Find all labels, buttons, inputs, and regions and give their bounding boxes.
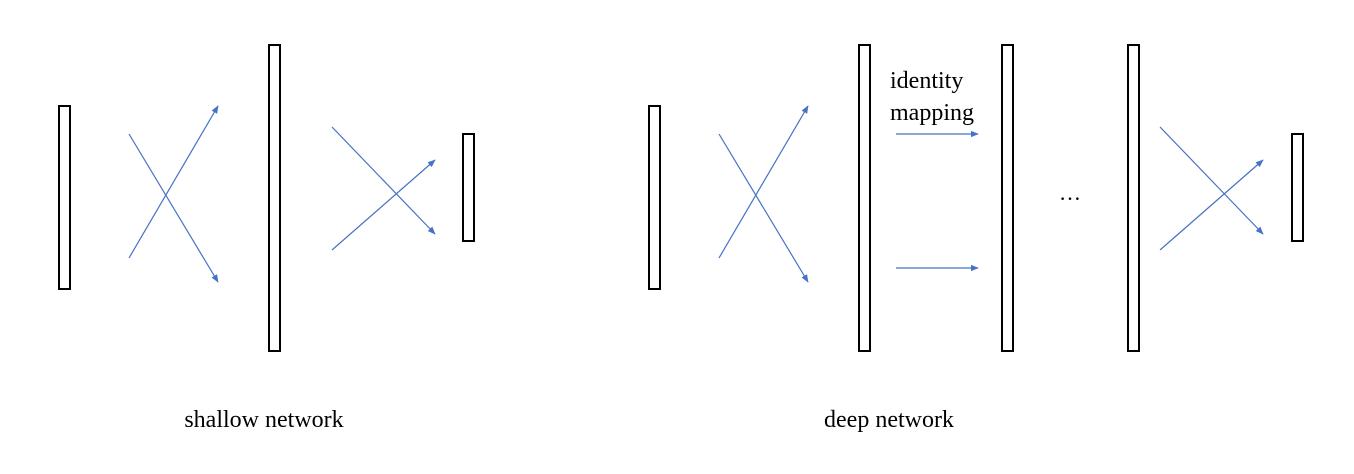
deep-output-layer [1291,133,1304,242]
deep-arrow-up-2 [1159,159,1264,251]
deep-arrow-down-1 [718,133,809,283]
shallow-arrow-up-1 [128,105,219,259]
shallow-network: shallow network [58,44,475,433]
deep-hidden-layer-2 [1001,44,1014,352]
deep-hidden-layer-1 [858,44,871,352]
shallow-input-layer [58,105,71,290]
shallow-arrow-down-2 [331,126,436,235]
ellipsis-text: … [1059,180,1081,205]
shallow-arrow-down-1 [128,133,219,283]
deep-network-caption: deep network [824,407,954,433]
deep-arrow-down-2 [1159,126,1264,235]
deep-arrow-up-1 [718,105,809,259]
shallow-hidden-layer [268,44,281,352]
shallow-output-layer [462,133,475,242]
shallow-network-caption: shallow network [184,407,343,433]
deep-input-layer [648,105,661,290]
deep-hidden-layer-3 [1127,44,1140,352]
identity-mapping-label-line2: mapping [890,100,974,126]
shallow-arrow-up-2 [331,159,436,251]
identity-mapping-label-line1: identity [890,68,963,94]
deep-network: identity mapping … deep network [648,44,1304,433]
